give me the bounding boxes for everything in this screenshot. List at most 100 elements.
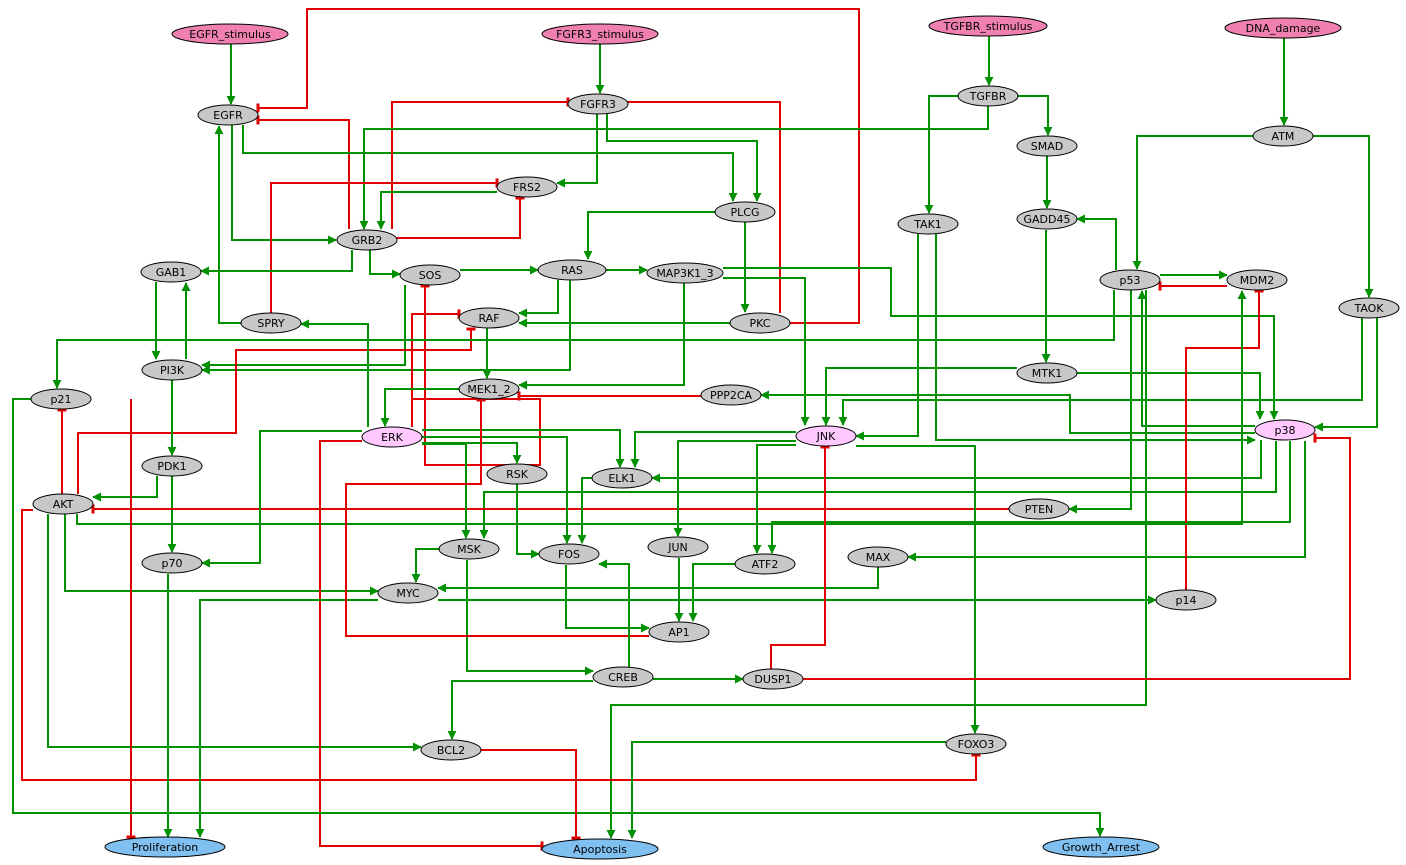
node-mtk1[interactable]: MTK1: [1016, 362, 1078, 384]
node-shape: [1042, 836, 1160, 858]
node-growth-arrest[interactable]: Growth_Arrest: [1042, 836, 1160, 858]
node-fos[interactable]: FOS: [538, 543, 600, 565]
edge-activation-frs2-to-grb2: [376, 191, 497, 230]
node-shape: [648, 621, 710, 643]
node-label: PKC: [750, 317, 771, 330]
node-shape: [458, 307, 520, 329]
node-tgfbr[interactable]: TGFBR: [957, 85, 1019, 107]
edge-activation-plcg-to-ras: [583, 211, 715, 260]
edge-activation-creb-to-fos: [598, 559, 630, 667]
node-shape: [1016, 362, 1078, 384]
node-spry[interactable]: SPRY: [240, 312, 302, 334]
edge-activation-p53-to-gadd45: [1076, 214, 1117, 270]
node-label: Apoptosis: [573, 843, 627, 856]
node-p53[interactable]: p53: [1099, 269, 1161, 291]
edge-inhibition-dusp1-to-jnk: [770, 445, 830, 669]
node-dusp1[interactable]: DUSP1: [742, 668, 804, 690]
edge-activation-egfr-to-plcg: [242, 125, 738, 202]
node-label: JUN: [667, 541, 688, 554]
node-rsk[interactable]: RSK: [486, 463, 548, 485]
edge-activation-akt-to-bcl2: [47, 514, 422, 752]
node-pdk1[interactable]: PDK1: [141, 455, 203, 477]
node-p21[interactable]: p21: [30, 388, 92, 410]
edge-activation-atm-to-p53: [1132, 135, 1253, 270]
node-msk[interactable]: MSK: [438, 538, 500, 560]
node-gab1[interactable]: GAB1: [140, 261, 202, 283]
edge-activation-map3k1_3-to-p38: [723, 267, 1279, 420]
node-grb2[interactable]: GRB2: [336, 229, 398, 251]
node-shape: [538, 543, 600, 565]
node-tgfbr-stimulus[interactable]: TGFBR_stimulus: [928, 15, 1048, 37]
node-raf[interactable]: RAF: [458, 307, 520, 329]
edge-activation-jnk-to-jun: [673, 440, 796, 537]
node-akt[interactable]: AKT: [32, 493, 94, 515]
node-creb[interactable]: CREB: [592, 666, 654, 688]
node-shape: [1224, 17, 1342, 39]
node-apoptosis[interactable]: Apoptosis: [541, 838, 659, 860]
node-dna-damage[interactable]: DNA_damage: [1224, 17, 1342, 39]
node-fgfr3[interactable]: FGFR3: [567, 93, 629, 115]
node-label: DUSP1: [754, 673, 791, 686]
node-gadd45[interactable]: GADD45: [1016, 208, 1078, 230]
node-label: RAS: [561, 264, 583, 277]
node-myc[interactable]: MYC: [377, 582, 439, 604]
node-pi3k[interactable]: PI3K: [141, 359, 203, 381]
edge-activation-elk1-to-fos: [577, 477, 592, 544]
node-shape: [1008, 498, 1070, 520]
node-tak1[interactable]: TAK1: [897, 213, 959, 235]
node-shape: [537, 259, 607, 281]
node-frs2[interactable]: FRS2: [496, 176, 558, 198]
node-label: FOS: [558, 548, 580, 561]
node-fgfr3-stimulus[interactable]: FGFR3_stimulus: [541, 23, 659, 45]
edge-activation-atm-to-taok: [1313, 135, 1374, 298]
node-ppp2ca[interactable]: PPP2CA: [700, 384, 762, 406]
edge-activation-max-to-myc: [437, 567, 879, 593]
node-max[interactable]: MAX: [847, 546, 909, 568]
node-label: PDK1: [157, 460, 186, 473]
edge-activation-tgfbr-to-grb2: [359, 106, 989, 230]
node-pkc[interactable]: PKC: [729, 312, 791, 334]
node-mdm2[interactable]: MDM2: [1226, 269, 1288, 291]
node-foxo3[interactable]: FOXO3: [945, 733, 1007, 755]
node-label: MEK1_2: [467, 383, 510, 396]
edge-inhibition-pkc-to-egfr: [256, 8, 860, 324]
node-p14[interactable]: p14: [1155, 589, 1217, 611]
node-ras[interactable]: RAS: [537, 259, 607, 281]
node-erk[interactable]: ERK: [361, 426, 423, 448]
node-map3k1-3[interactable]: MAP3K1_3: [646, 262, 724, 284]
node-shape: [1016, 135, 1078, 157]
edge-activation-akt-to-myc: [64, 514, 379, 596]
node-label: DNA_damage: [1246, 22, 1321, 35]
node-egfr-stimulus[interactable]: EGFR_stimulus: [171, 23, 289, 45]
node-pten[interactable]: PTEN: [1008, 498, 1070, 520]
node-p70[interactable]: p70: [141, 552, 203, 574]
node-taok[interactable]: TAOK: [1338, 297, 1400, 319]
node-atm[interactable]: ATM: [1252, 125, 1314, 147]
node-proliferation[interactable]: Proliferation: [104, 836, 226, 858]
node-shape: [1155, 589, 1217, 611]
node-label: EGFR_stimulus: [189, 28, 271, 41]
edge-activation-fos-to-ap1: [565, 565, 650, 633]
node-jnk[interactable]: JNK: [795, 425, 857, 447]
node-jun[interactable]: JUN: [647, 536, 709, 558]
edge-activation-fgfr3-to-frs2: [556, 114, 598, 188]
node-egfr[interactable]: EGFR: [197, 104, 259, 126]
node-p38[interactable]: p38: [1254, 419, 1316, 441]
node-sos[interactable]: SOS: [399, 264, 461, 286]
node-elk1[interactable]: ELK1: [591, 467, 653, 489]
node-shape: [140, 261, 202, 283]
node-ap1[interactable]: AP1: [648, 621, 710, 643]
node-smad[interactable]: SMAD: [1016, 135, 1078, 157]
edge-inhibition-erk-to-apoptosis: [319, 440, 544, 851]
node-plcg[interactable]: PLCG: [714, 201, 776, 223]
node-bcl2[interactable]: BCL2: [420, 739, 482, 761]
edge-activation-p38-to-atf2: [767, 441, 1291, 554]
node-mek1-2[interactable]: MEK1_2: [458, 378, 520, 400]
edge-activation-mtk1-to-p38: [1077, 372, 1265, 420]
node-atf2[interactable]: ATF2: [734, 553, 796, 575]
edge-activation-erk-to-msk: [422, 443, 471, 539]
edge-inhibition-dusp1-to-p38: [803, 433, 1351, 680]
edge-inhibition-grb2-to-fgfr3: [391, 97, 570, 229]
node-label: GADD45: [1024, 213, 1071, 226]
